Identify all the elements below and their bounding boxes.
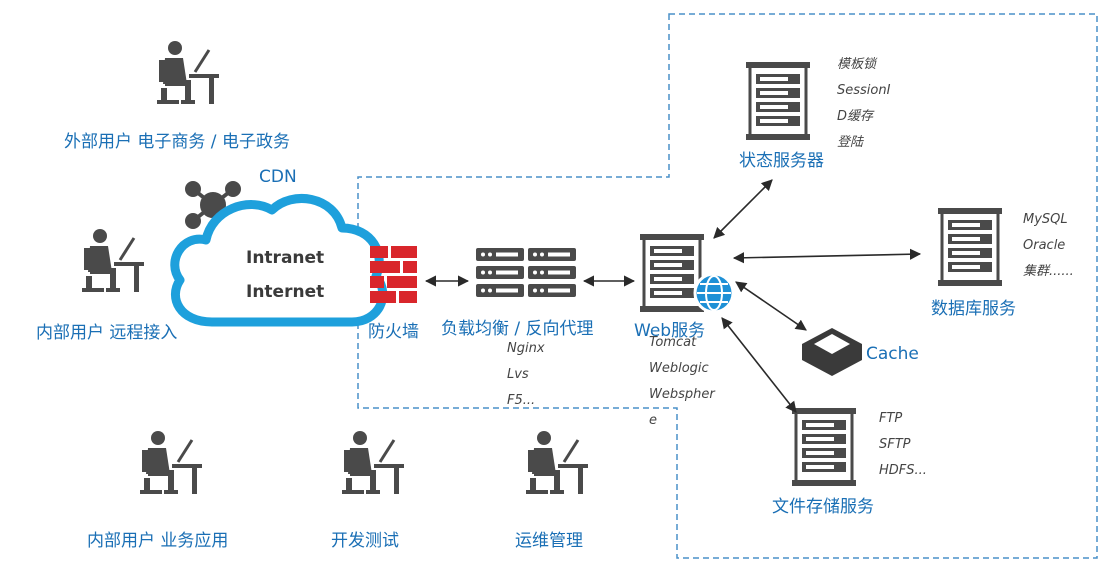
web-service-label: Web服务 [634, 321, 706, 341]
note-session: SessionI [837, 83, 891, 98]
devtest-label: 开发测试 [331, 531, 399, 551]
note-cluster: 集群...... [1023, 264, 1074, 279]
note-ftp: FTP [879, 411, 903, 426]
note-webspher: Webspher [649, 387, 715, 402]
note-webspher-e: e [649, 413, 657, 428]
load-balancer-notes: Nginx Lvs F5... [507, 336, 545, 414]
firewall-label: 防火墙 [368, 322, 419, 342]
note-oracle: Oracle [1023, 238, 1066, 253]
note-tomcat: Tomcat [649, 335, 697, 350]
web-service-notes: Tomcat Weblogic Webspher e [649, 330, 715, 434]
note-f5: F5... [507, 393, 536, 408]
state-server-label: 状态服务器 [739, 151, 824, 171]
note-sftp: SFTP [879, 437, 911, 452]
external-user-label: 外部用户 电子商务 / 电子政务 [64, 132, 290, 152]
note-weblogic: Weblogic [649, 361, 709, 376]
globe-icon [693, 272, 735, 314]
intranet-label: Intranet [246, 248, 325, 268]
note-nginx: Nginx [507, 341, 545, 356]
network-zone-border [357, 13, 1098, 559]
cache-icon [802, 328, 862, 376]
note-lvs: Lvs [507, 367, 529, 382]
note-template-lock: 模板锁 [837, 57, 877, 72]
cdn-label: CDN [259, 167, 297, 187]
database-label: 数据库服务 [931, 299, 1016, 319]
internet-label: Internet [246, 282, 325, 302]
firewall-icon [370, 246, 417, 303]
load-balancer-icon [476, 248, 576, 297]
note-dcache: D缓存 [837, 109, 874, 124]
note-mysql: MySQL [1023, 212, 1068, 227]
database-notes: MySQL Oracle 集群...... [1023, 207, 1074, 285]
remote-user-icon [80, 227, 146, 294]
cache-label: Cache [866, 344, 919, 364]
ops-label: 运维管理 [515, 531, 583, 551]
note-hdfs: HDFS... [879, 463, 927, 478]
web-state-link [713, 179, 773, 239]
state-server-icon [744, 60, 812, 142]
file-storage-icon [790, 406, 858, 488]
note-login: 登陆 [837, 135, 864, 150]
remote-user-label: 内部用户 远程接入 [36, 323, 178, 343]
web-cache-link [735, 281, 807, 331]
load-balancer-label: 负载均衡 / 反向代理 [441, 319, 594, 339]
database-server-icon [936, 206, 1004, 288]
state-server-notes: 模板锁 SessionI D缓存 登陆 [837, 52, 890, 156]
web-storage-link [721, 317, 797, 413]
ops-user-icon [524, 429, 590, 496]
file-storage-notes: FTP SFTP HDFS... [879, 406, 927, 484]
business-user-label: 内部用户 业务应用 [87, 531, 229, 551]
web-server-icon [638, 232, 706, 314]
devtest-user-icon [340, 429, 406, 496]
file-storage-label: 文件存储服务 [772, 497, 874, 517]
external-user-icon [155, 39, 221, 106]
business-user-icon [138, 429, 204, 496]
web-database-link [732, 248, 922, 264]
